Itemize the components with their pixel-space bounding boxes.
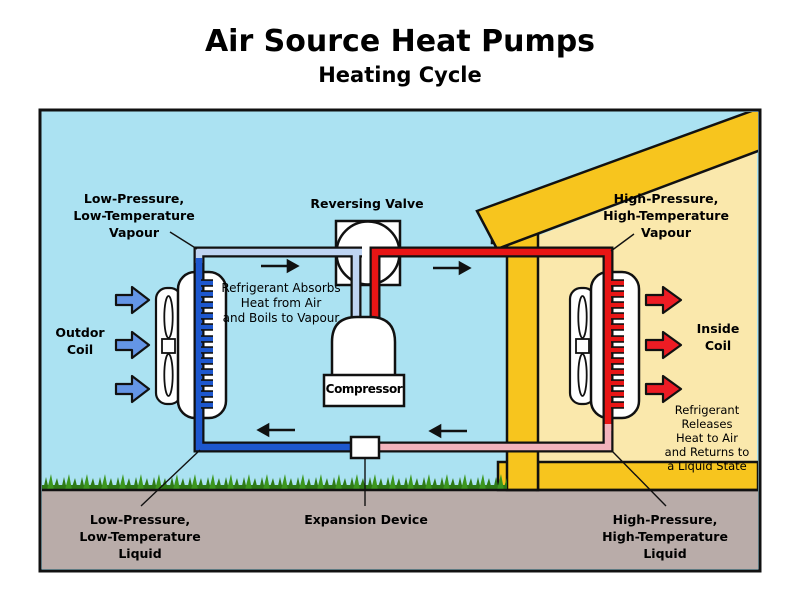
air-arrows-red (644, 285, 683, 404)
flow-arrows (256, 258, 472, 439)
ground (42, 489, 758, 569)
label-low-pressure-vapour: Low-Pressure, Low-Temperature Vapour (73, 191, 195, 240)
compressor-body (322, 315, 406, 408)
outdoor-coil-rungs (201, 279, 213, 409)
page-title: Air Source Heat Pumps (204, 24, 596, 59)
label-low-pressure-liquid: Low-Pressure, Low-Temperature Liquid (79, 512, 201, 561)
label-high-pressure-liquid: High-Pressure, High-Temperature Liquid (602, 512, 728, 561)
leader-lines (140, 231, 667, 507)
label-inside-coil: Inside Coil (696, 321, 740, 353)
pipe-high-pressure-vapour (371, 248, 612, 431)
air-arrows-blue (114, 285, 151, 404)
label-compressor: Compressor (325, 382, 403, 396)
label-reversing-valve: Reversing Valve (310, 196, 424, 211)
label-absorbs-note: Refrigerant Absorbs Heat from Air and Bo… (221, 281, 341, 325)
indoor-coil-rungs (611, 279, 624, 409)
pipe-high-pressure-liquid (371, 424, 612, 451)
expansion-device-box (349, 435, 381, 460)
page-subtitle: Heating Cycle (318, 63, 482, 87)
pipes (195, 248, 612, 451)
label-outdoor-coil: Outdor Coil (55, 325, 105, 357)
pipe-low-pressure-liquid (195, 258, 353, 451)
roof-beam (475, 112, 758, 251)
label-releases-note: Refrigerant Releases Heat to Air and Ret… (664, 403, 750, 473)
label-expansion-device: Expansion Device (304, 512, 428, 527)
indoor-fan (568, 286, 597, 406)
outdoor-fan (154, 286, 183, 406)
label-high-pressure-vapour: High-Pressure, High-Temperature Vapour (603, 191, 729, 240)
grass (42, 472, 758, 492)
